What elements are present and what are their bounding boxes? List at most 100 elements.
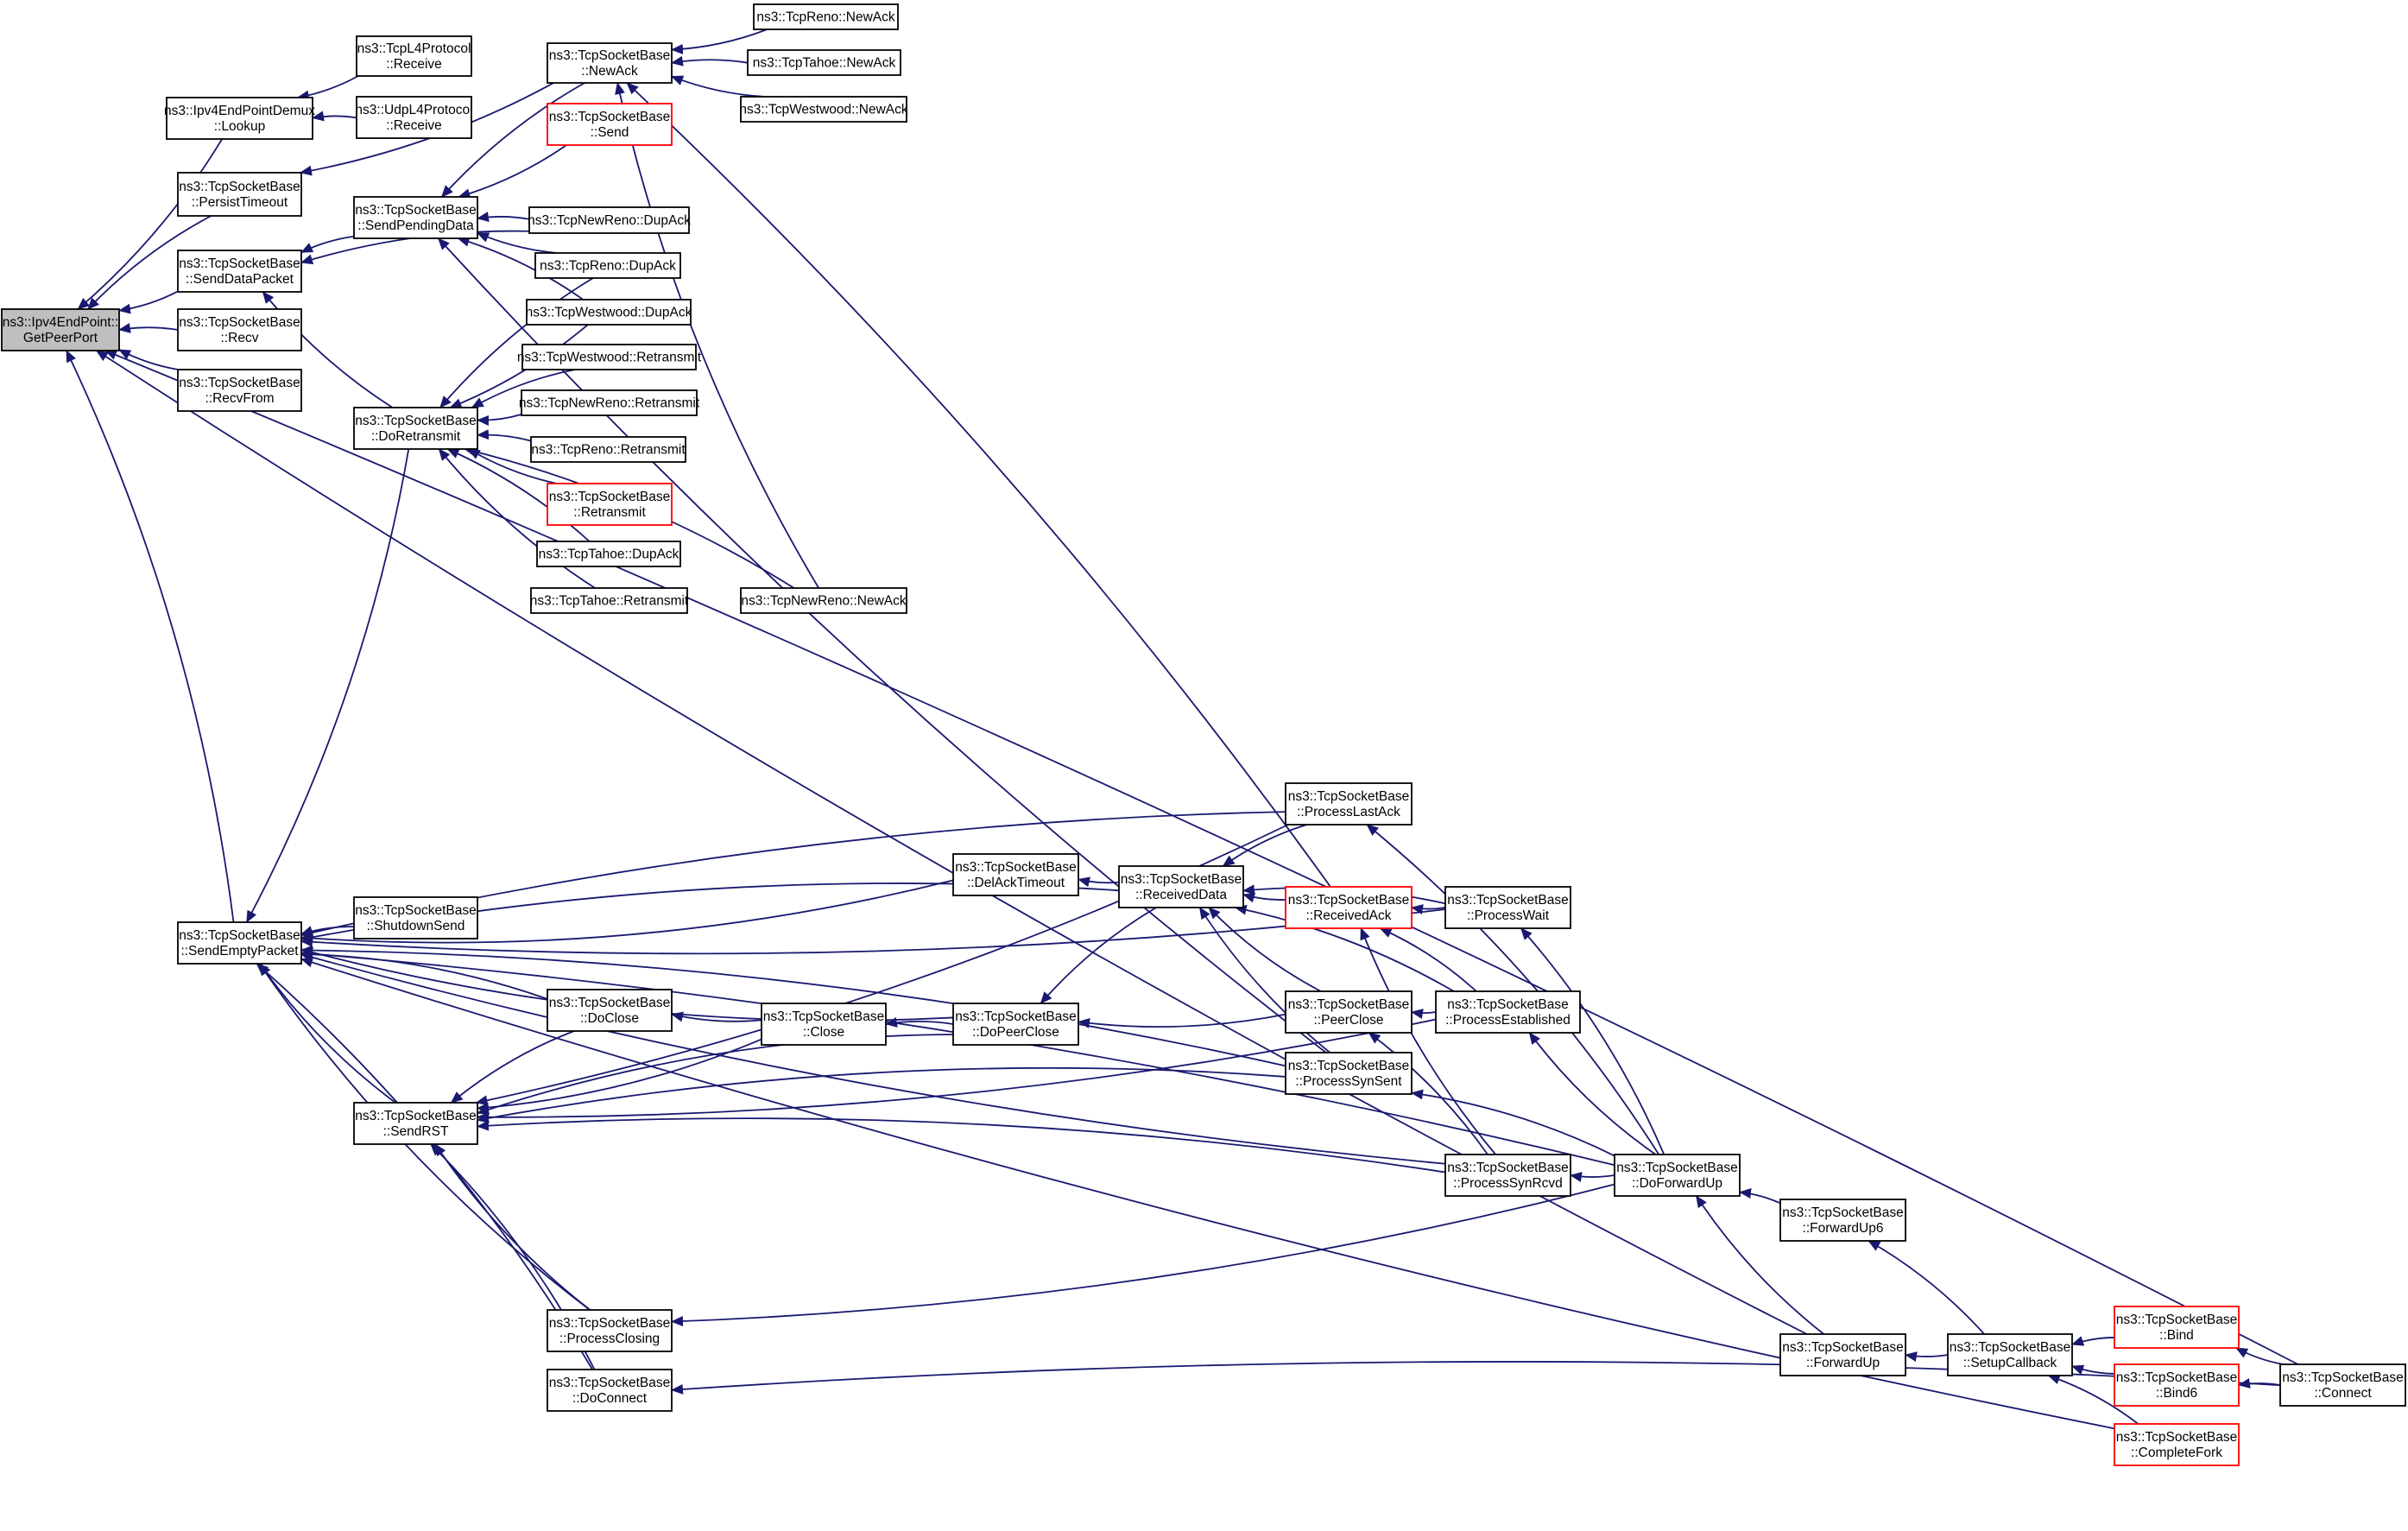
node-doretransmit[interactable]: ns3::TcpSocketBase::DoRetransmit [353, 407, 478, 450]
node-retransmit_base[interactable]: ns3::TcpSocketBase::Retransmit [547, 483, 673, 526]
node-processwait[interactable]: ns3::TcpSocketBase::ProcessWait [1444, 886, 1571, 929]
node-delacktimeout[interactable]: ns3::TcpSocketBase::DelAckTimeout [952, 853, 1079, 896]
node-reno_dupack[interactable]: ns3::TcpReno::DupAck [534, 252, 681, 279]
node-box-doclose[interactable] [547, 989, 673, 1032]
node-box-processestablished[interactable] [1435, 990, 1581, 1034]
node-newreno_dupack[interactable]: ns3::TcpNewReno::DupAck [528, 206, 691, 234]
node-close[interactable]: ns3::TcpSocketBase::Close [761, 1003, 887, 1046]
node-udpl4_receive[interactable]: ns3::UdpL4Protocol::Receive [355, 96, 473, 139]
node-completefork[interactable]: ns3::TcpSocketBase::CompleteFork [2114, 1423, 2240, 1466]
node-newreno_newack[interactable]: ns3::TcpNewReno::NewAck [740, 587, 907, 614]
node-box-reno_dupack[interactable] [534, 252, 681, 279]
node-box-westwood_dupack[interactable] [526, 299, 692, 326]
node-connect[interactable]: ns3::TcpSocketBase::Connect [2279, 1363, 2406, 1407]
node-box-westwood_retransmit[interactable] [521, 344, 697, 370]
node-processlastack[interactable]: ns3::TcpSocketBase::ProcessLastAck [1285, 782, 1413, 826]
node-newack_base[interactable]: ns3::TcpSocketBase::NewAck [547, 42, 673, 84]
node-box-bind6[interactable] [2114, 1363, 2240, 1407]
node-processestablished[interactable]: ns3::TcpSocketBase::ProcessEstablished [1435, 990, 1581, 1034]
node-box-sendrst[interactable] [353, 1102, 478, 1145]
node-recv[interactable]: ns3::TcpSocketBase::Recv [177, 308, 302, 351]
node-processclosing[interactable]: ns3::TcpSocketBase::ProcessClosing [547, 1309, 673, 1352]
node-tahoe_dupack[interactable]: ns3::TcpTahoe::DupAck [536, 541, 681, 567]
node-westwood_retransmit[interactable]: ns3::TcpWestwood::Retransmit [517, 344, 702, 370]
node-box-processwait[interactable] [1444, 886, 1571, 929]
node-box-reno_newack[interactable] [753, 3, 899, 30]
node-box-send[interactable] [547, 103, 673, 146]
node-box-newack_base[interactable] [547, 42, 673, 84]
node-box-shutdownsend[interactable] [353, 896, 478, 939]
node-box-root[interactable] [1, 308, 120, 351]
node-box-newreno_newack[interactable] [740, 587, 907, 614]
node-box-processsynsent[interactable] [1285, 1052, 1413, 1095]
node-box-udpl4_receive[interactable] [356, 96, 472, 139]
node-westwood_dupack[interactable]: ns3::TcpWestwood::DupAck [526, 299, 692, 326]
node-shutdownsend[interactable]: ns3::TcpSocketBase::ShutdownSend [353, 896, 478, 939]
node-box-persisttimeout[interactable] [177, 172, 302, 217]
node-box-forwardup[interactable] [1779, 1333, 1906, 1376]
node-sendrst[interactable]: ns3::TcpSocketBase::SendRST [353, 1102, 478, 1145]
node-receivedack[interactable]: ns3::TcpSocketBase::ReceivedAck [1285, 886, 1413, 929]
node-box-peerclose[interactable] [1285, 990, 1413, 1034]
node-root[interactable]: ns3::Ipv4EndPoint::GetPeerPort [1, 308, 120, 351]
node-box-dopeerclose[interactable] [952, 1003, 1079, 1046]
node-box-receivedack[interactable] [1285, 886, 1413, 929]
node-box-recvfrom[interactable] [177, 369, 302, 412]
node-box-sendemptypacket[interactable] [177, 921, 302, 965]
node-sendpendingdata[interactable]: ns3::TcpSocketBase::SendPendingData [353, 196, 478, 239]
node-tcpl4_receive[interactable]: ns3::TcpL4Protocol::Receive [356, 35, 472, 77]
node-box-setupcallback[interactable] [1947, 1333, 2073, 1376]
node-box-tcpl4_receive[interactable] [356, 35, 472, 77]
node-box-recv[interactable] [177, 308, 302, 351]
node-box-sendpendingdata[interactable] [353, 196, 478, 239]
node-lookup[interactable]: ns3::Ipv4EndPointDemux::Lookup [164, 97, 315, 140]
node-box-newreno_retransmit[interactable] [521, 389, 698, 416]
node-receiveddata[interactable]: ns3::TcpSocketBase::ReceivedData [1118, 865, 1244, 908]
node-processsynrcvd[interactable]: ns3::TcpSocketBase::ProcessSynRcvd [1444, 1154, 1571, 1197]
node-box-westwood_newack[interactable] [740, 96, 907, 123]
node-send[interactable]: ns3::TcpSocketBase::Send [547, 103, 673, 146]
node-box-senddatapacket[interactable] [177, 250, 302, 293]
node-forwardup[interactable]: ns3::TcpSocketBase::ForwardUp [1779, 1333, 1906, 1376]
node-box-bind[interactable] [2114, 1306, 2240, 1349]
node-peerclose[interactable]: ns3::TcpSocketBase::PeerClose [1285, 990, 1413, 1034]
node-box-newreno_dupack[interactable] [528, 206, 690, 234]
node-box-processlastack[interactable] [1285, 782, 1413, 826]
node-tahoe_newack[interactable]: ns3::TcpTahoe::NewAck [747, 49, 901, 76]
node-newreno_retransmit[interactable]: ns3::TcpNewReno::Retransmit [519, 389, 700, 416]
node-box-doforwardup[interactable] [1614, 1154, 1741, 1197]
node-box-receiveddata[interactable] [1118, 865, 1244, 908]
node-box-connect[interactable] [2279, 1363, 2406, 1407]
node-processsynsent[interactable]: ns3::TcpSocketBase::ProcessSynSent [1285, 1052, 1413, 1095]
node-bind[interactable]: ns3::TcpSocketBase::Bind [2114, 1306, 2240, 1349]
node-box-close[interactable] [761, 1003, 887, 1046]
node-box-tahoe_retransmit[interactable] [530, 587, 688, 614]
node-doforwardup[interactable]: ns3::TcpSocketBase::DoForwardUp [1614, 1154, 1741, 1197]
node-box-doretransmit[interactable] [353, 407, 478, 450]
node-box-completefork[interactable] [2114, 1423, 2240, 1466]
node-box-processclosing[interactable] [547, 1309, 673, 1352]
node-westwood_newack[interactable]: ns3::TcpWestwood::NewAck [739, 96, 908, 123]
node-reno_newack[interactable]: ns3::TcpReno::NewAck [753, 3, 899, 30]
node-doclose[interactable]: ns3::TcpSocketBase::DoClose [547, 989, 673, 1032]
node-persisttimeout[interactable]: ns3::TcpSocketBase::PersistTimeout [177, 172, 302, 217]
node-tahoe_retransmit[interactable]: ns3::TcpTahoe::Retransmit [530, 587, 689, 614]
node-box-processsynrcvd[interactable] [1444, 1154, 1571, 1197]
node-box-forwardup6[interactable] [1779, 1199, 1906, 1242]
node-box-lookup[interactable] [166, 97, 313, 140]
node-bind6[interactable]: ns3::TcpSocketBase::Bind6 [2114, 1363, 2240, 1407]
node-dopeerclose[interactable]: ns3::TcpSocketBase::DoPeerClose [952, 1003, 1079, 1046]
node-forwardup6[interactable]: ns3::TcpSocketBase::ForwardUp6 [1779, 1199, 1906, 1242]
node-box-retransmit_base[interactable] [547, 483, 673, 526]
node-setupcallback[interactable]: ns3::TcpSocketBase::SetupCallback [1947, 1333, 2073, 1376]
node-recvfrom[interactable]: ns3::TcpSocketBase::RecvFrom [177, 369, 302, 412]
node-reno_retransmit[interactable]: ns3::TcpReno::Retransmit [530, 436, 686, 463]
node-box-doconnect[interactable] [547, 1369, 673, 1412]
node-senddatapacket[interactable]: ns3::TcpSocketBase::SendDataPacket [177, 250, 302, 293]
node-box-delacktimeout[interactable] [952, 853, 1079, 896]
node-doconnect[interactable]: ns3::TcpSocketBase::DoConnect [547, 1369, 673, 1412]
node-box-reno_retransmit[interactable] [530, 436, 686, 463]
node-box-tahoe_dupack[interactable] [536, 541, 681, 567]
node-sendemptypacket[interactable]: ns3::TcpSocketBase::SendEmptyPacket [177, 921, 302, 965]
node-box-tahoe_newack[interactable] [747, 49, 901, 76]
